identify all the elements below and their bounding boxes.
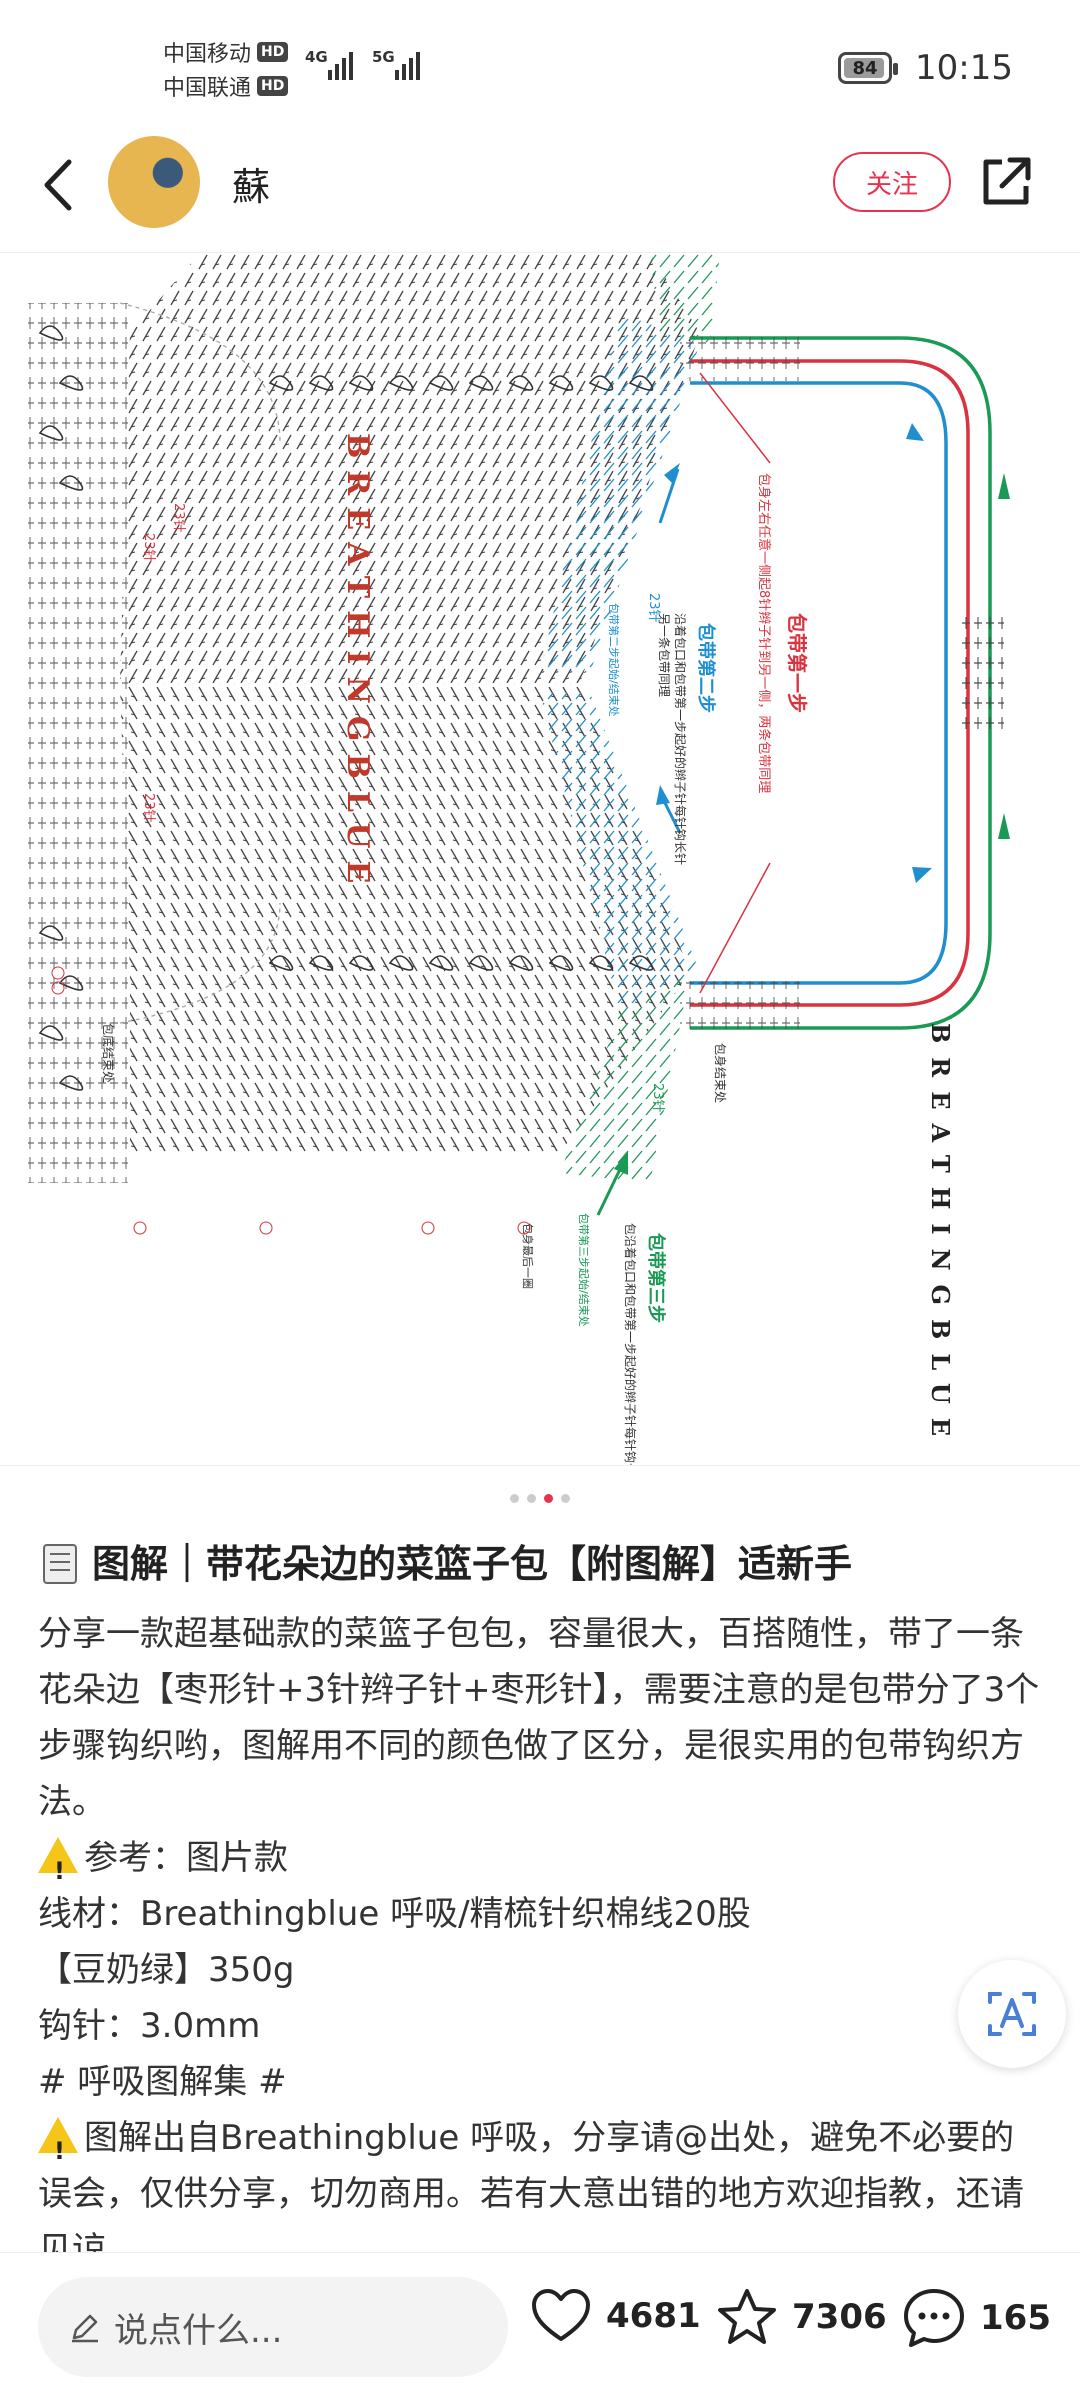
network-type-2: 5G (372, 48, 395, 66)
step2-title: 包带第二步 (695, 623, 717, 713)
follow-button[interactable]: 关注 (833, 152, 951, 212)
share-icon (983, 157, 1031, 205)
star-icon (718, 2289, 776, 2344)
step3-desc: 包沿着包口和包带第一步起好的辫子针每针钩长针 (623, 1223, 638, 1466)
body-last-round-label: 包身最后一圈 (521, 1223, 535, 1289)
pencil-icon (72, 2314, 98, 2343)
hd-badge: HD (257, 76, 289, 96)
note-reference: 参考：图片款 (38, 1830, 1048, 1899)
pager-dot (527, 1494, 536, 1503)
step2-note: 包带第二步起始/结束处 (607, 603, 621, 717)
signal-icon (395, 50, 420, 80)
avatar[interactable] (108, 136, 200, 228)
step1-desc: 包身左右任意一侧起8针辫子针到另一侧，两条包带同理 (756, 473, 772, 793)
note-yarn: 线材：Breathingblue 呼吸/精梳针织棉线20股 (38, 1894, 751, 1934)
pager-dot-active (544, 1494, 553, 1503)
step3-note: 包带第三步起始/结束处 (577, 1213, 591, 1327)
username[interactable]: 蘇 (232, 165, 271, 209)
stitch-count-label: 23针 (171, 503, 186, 533)
carrier-1: 中国移动 HD (163, 36, 289, 68)
network-type-1: 4G (305, 48, 328, 66)
back-arrow-icon (44, 159, 72, 211)
warning-icon (38, 2117, 78, 2179)
step3-title: 包带第三步 (645, 1233, 667, 1323)
step1-title: 包带第一步 (785, 613, 809, 713)
like-count: 4681 (606, 2296, 701, 2336)
back-button[interactable] (28, 150, 88, 220)
note-paragraph: 分享一款超基础款的菜篮子包包，容量很大，百搭随性，带了一条花朵边【枣形针+3针辫… (38, 1614, 1040, 1822)
step2-desc: 沿着包口和包带第一步起好的辫子针每针钩长针 (673, 613, 688, 865)
note-body: 分享一款超基础款的菜篮子包包，容量很大，百搭随性，带了一条花朵边【枣形针+3针辫… (38, 1606, 1048, 2278)
translate-icon (988, 1992, 1036, 2036)
like-button[interactable]: 4681 (530, 2287, 701, 2345)
warning-icon (38, 1837, 78, 1899)
comment-bubble-icon (904, 2289, 964, 2347)
stitch-count-label: 23针 (646, 593, 661, 623)
battery-icon: 84 (838, 52, 898, 84)
bottom-end-label: 包底结束处 (101, 1023, 116, 1083)
bottom-action-bar: 说点什么... 4681 7306 165 (0, 2252, 1080, 2400)
translate-button[interactable] (958, 1960, 1066, 2068)
pager-dot (561, 1494, 570, 1503)
note-tag[interactable]: # 呼吸图解集 # (38, 2062, 287, 2102)
stitch-count-label: 23针 (650, 1083, 665, 1113)
hd-badge: HD (257, 42, 289, 62)
step2-desc2: 另一条包带同理 (657, 613, 671, 697)
comment-input[interactable]: 说点什么... (38, 2277, 508, 2377)
comment-count: 165 (980, 2298, 1051, 2338)
stitch-count-label: 23针 (141, 793, 156, 823)
image-pager (0, 1494, 1080, 1503)
clock: 10:15 (915, 48, 1013, 88)
favorite-count: 7306 (792, 2297, 887, 2337)
share-button[interactable] (976, 152, 1036, 212)
brand-vertical: BREATHINGBLUE (926, 1023, 955, 1450)
heart-icon (532, 2289, 590, 2341)
pager-dot (510, 1494, 519, 1503)
note-header: 蘇 关注 (0, 130, 1080, 250)
carrier-2: 中国联通 HD (163, 70, 289, 102)
signal-icon (328, 50, 353, 80)
note-content: 图解｜带花朵边的菜篮子包【附图解】适新手 分享一款超基础款的菜篮子包包，容量很大… (38, 1536, 1048, 2278)
status-bar: 中国移动 HD 中国联通 HD 4G 5G 84 10:15 (0, 0, 1080, 130)
stitch-count-label: 23针 (141, 533, 156, 563)
diagram-title-vertical: BREATHINGBLUE (340, 433, 375, 895)
body-end-label: 包身结束处 (713, 1043, 728, 1103)
note-disclaimer: 图解出自Breathingblue 呼吸，分享请@出处，避免不必要的误会，仅供分… (38, 2110, 1048, 2278)
crochet-diagram: BREATHINGBLUE BREATHINGBLUE 包带第一步 包身左右任意… (28, 253, 1010, 1466)
note-color: 【豆奶绿】350g (38, 1950, 295, 1990)
note-hook: 钩针：3.0mm (38, 2006, 261, 2046)
comment-button[interactable]: 165 (902, 2287, 1051, 2349)
scroll-icon (43, 1544, 77, 1584)
battery-level: 84 (852, 57, 878, 79)
favorite-button[interactable]: 7306 (716, 2287, 887, 2347)
note-title: 图解｜带花朵边的菜篮子包【附图解】适新手 (38, 1536, 1048, 1592)
note-image[interactable]: BREATHINGBLUE BREATHINGBLUE 包带第一步 包身左右任意… (0, 252, 1080, 1466)
comment-placeholder: 说点什么... (114, 2310, 283, 2351)
